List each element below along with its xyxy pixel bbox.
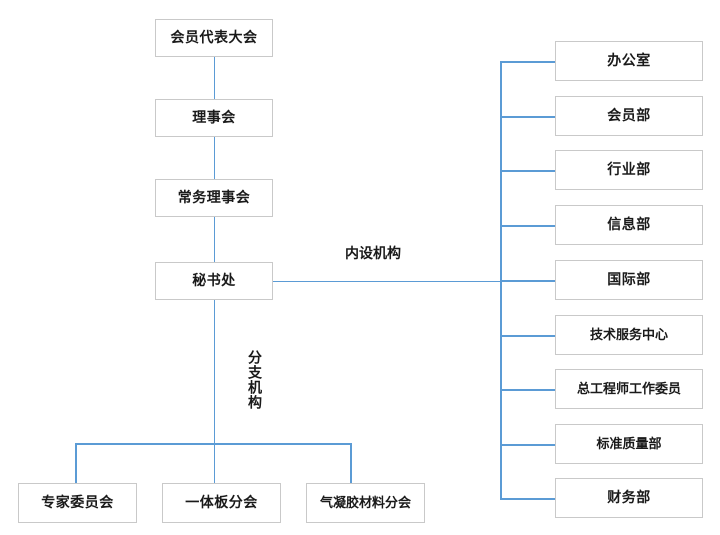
connector-standing-council-to-secretariat [213,217,215,262]
connector-branch-international [500,280,555,282]
node-technical-service-center[interactable]: 技术服务中心 [555,315,703,355]
node-standing-council[interactable]: 常务理事会 [155,179,273,217]
connector-secretariat-to-internal-trunk [273,280,501,282]
node-expert-committee[interactable]: 专家委员会 [18,483,137,523]
connector-branch-drop-integrated-board [213,443,215,483]
node-office[interactable]: 办公室 [555,41,703,81]
node-chief-engineer-work-committee[interactable]: 总工程师工作委员 [555,369,703,409]
connector-internal-departments-trunk [500,61,502,498]
connector-branch-horizontal-bus [75,443,351,445]
connector-branch-standard-quality [500,444,555,446]
node-international-department[interactable]: 国际部 [555,260,703,300]
node-secretariat[interactable]: 秘书处 [155,262,273,300]
node-finance-department[interactable]: 财务部 [555,478,703,518]
connector-branch-office [500,61,555,63]
node-integrated-board-branch[interactable]: 一体板分会 [162,483,281,523]
connector-secretariat-to-branch-bus [213,300,215,443]
connector-branch-finance [500,498,555,500]
node-industry-department[interactable]: 行业部 [555,150,703,190]
connector-branch-tech-service-center [500,335,555,337]
connector-branch-information [500,225,555,227]
connector-assembly-to-council [213,57,215,99]
connector-branch-chief-engineer-committee [500,389,555,391]
node-membership-department[interactable]: 会员部 [555,96,703,136]
connector-branch-industry [500,170,555,172]
connector-branch-drop-expert-committee [75,443,77,483]
connector-council-to-standing-council [213,137,215,179]
node-council[interactable]: 理事会 [155,99,273,137]
node-member-assembly[interactable]: 会员代表大会 [155,19,273,57]
node-aerogel-material-branch[interactable]: 气凝胶材料分会 [306,483,425,523]
node-standard-quality-department[interactable]: 标准质量部 [555,424,703,464]
label-branch-organizations: 分支机构 [246,350,262,410]
node-information-department[interactable]: 信息部 [555,205,703,245]
connector-branch-drop-aerogel-material [350,443,352,483]
connector-branch-membership [500,116,555,118]
label-internal-departments: 内设机构 [345,246,401,262]
